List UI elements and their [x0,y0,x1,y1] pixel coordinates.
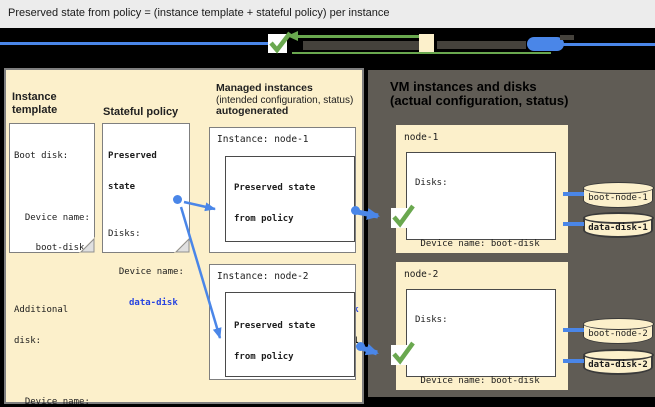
vm-disks-box-node-2: Disks: Device name: boot-disk Disk name:… [406,289,556,407]
legend-text-bar-2 [437,41,526,49]
check-square-node-1 [391,208,411,228]
stateful-policy-doc: Preserved state Disks: Device name: data… [102,123,191,308]
stateful-policy-heading: Stateful policy [103,106,179,118]
preserved-state-line1: Preserved [108,151,157,161]
vm-disks-box-node-1: Disks: Device name: boot-disk Disk name:… [406,152,556,372]
title-bar: Preserved state from policy = (instance … [0,0,655,28]
vm-box-node-2: node-2 Disks: Device name: boot-disk Dis… [396,262,568,407]
legend-blue-line-right [557,43,655,46]
managed-instance-node-2: Instance: node-2 Preserved state from po… [209,264,356,380]
preserved-from-policy-line1: Preserved state [234,321,316,331]
policy-device-name-label: Device name: [108,267,184,278]
vm-box-node-1: node-1 Disks: Device name: boot-disk Dis… [396,125,568,372]
boot-device-value: boot-disk [490,239,540,250]
boot-device-label: Device name: [415,376,491,387]
managed-instances-heading: Managed instances (intended configuratio… [216,82,354,118]
vm-name: node-1 [404,132,439,143]
doc-line [14,367,94,378]
legend-blue-line-left [0,42,268,45]
vm-name: node-2 [404,269,439,280]
legend-text-bar-1 [303,41,423,50]
preserved-state-box-node-1: Preserved state from policy Disks: Devic… [225,156,359,346]
disk-cylinder-data-disk-2: data-disk-2 [582,349,654,375]
preserved-from-policy-line1: Preserved state [234,183,316,193]
doc-line: Device name: [14,397,90,407]
instance-template-heading-line2: template [12,103,58,116]
cylinder-label: boot-node-1 [588,193,648,203]
disks-label: Disks: [415,315,448,325]
connector-data-disk-1 [563,222,584,226]
preserved-state-box-node-2: Preserved state from policy Disks: Devic… [225,292,355,377]
legend-text-bar-3 [560,35,574,40]
connector-data-disk-2 [563,359,584,363]
connector-boot-node-2 [563,328,584,332]
cylinder-label: data-disk-2 [588,360,648,370]
managed-heading-line2: (intended configuration, status) [216,94,354,106]
instance-template-heading: Instance template [12,91,57,116]
boot-device-label: Device name: [415,239,491,250]
instance-template-doc: Boot disk: Device name: boot-disk Additi… [9,123,96,407]
legend-check-box [268,34,287,53]
doc-line: Boot disk: [14,151,69,161]
legend-green-arrowhead-icon [287,31,298,41]
preserved-from-policy-line2: from policy [234,351,294,362]
managed-heading-line3: autogenerated [216,105,289,117]
page-fold-icon [78,236,96,254]
legend-green-underline [292,52,551,54]
disk-cylinder-data-disk-1: data-disk-1 [582,212,654,238]
disks-label: Disks: [415,178,448,188]
page-fold-icon [173,236,191,254]
preserved-state-line2: state [108,181,136,192]
vm-panel-heading-line2: (actual configuration, status) [390,92,569,108]
policy-disks-label: Disks: [108,228,141,239]
doc-line [14,274,94,285]
vm-panel-heading-line1: VM instances and disks [390,79,537,94]
policy-data-disk-value: data-disk [129,298,178,309]
doc-line: Device name: [14,212,90,223]
check-square-node-2 [391,345,411,365]
managed-instance-node-1: Instance: node-1 Preserved state from po… [209,127,359,346]
legend-cream-swatch [419,34,434,52]
instance-template-heading-line1: Instance [12,91,57,103]
doc-line: disk: [14,335,42,346]
doc-line: boot-disk [14,243,85,254]
connector-boot-node-1 [563,192,584,196]
cylinder-label: boot-node-2 [588,329,648,339]
doc-line: Additional [14,304,69,315]
managed-instance-title: Instance: node-1 [217,134,309,145]
vm-panel-heading: VM instances and disks (actual configura… [390,80,568,107]
managed-instance-title: Instance: node-2 [217,271,309,282]
legend-green-arrow-tail [296,35,424,38]
legend-blue-pill-icon [527,37,564,51]
boot-device-value: boot-disk [490,376,540,387]
disk-cylinder-boot-node-2: boot-node-2 [582,318,654,344]
disk-cylinder-boot-node-1: boot-node-1 [582,182,654,208]
doc-line [14,182,94,193]
managed-heading-line1: Managed instances [216,82,313,94]
cylinder-label: data-disk-1 [588,223,648,233]
diagram-title: Preserved state from policy = (instance … [8,7,390,19]
preserved-from-policy-line2: from policy [234,213,294,224]
